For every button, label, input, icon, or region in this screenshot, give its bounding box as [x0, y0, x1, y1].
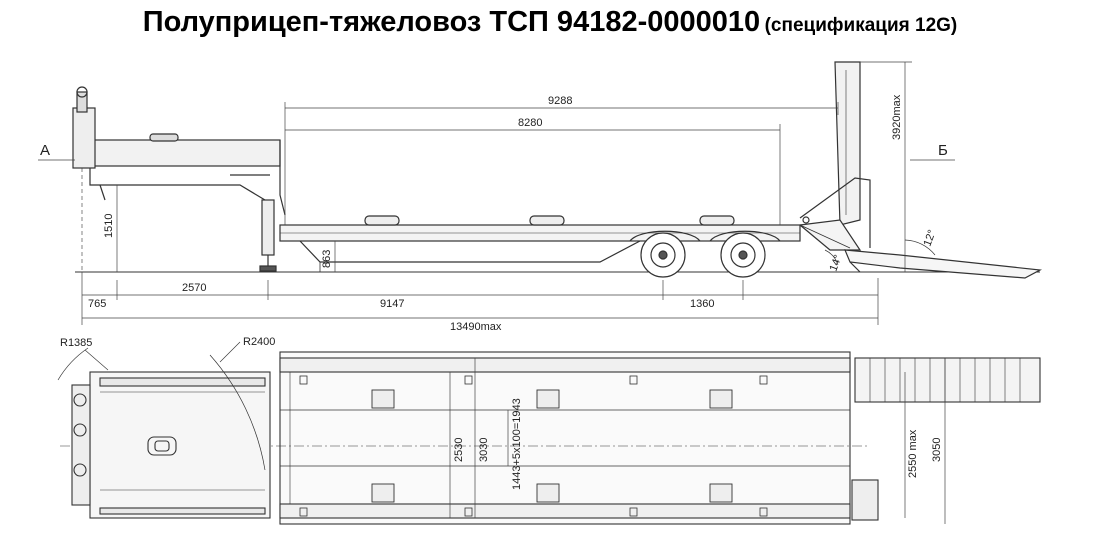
dim-9147: 9147 [380, 298, 404, 310]
tie-down-racks [371, 389, 733, 503]
dim-9288: 9288 [548, 95, 572, 107]
view-b-label: Б [938, 142, 948, 159]
dim-3030: 3030 [478, 438, 490, 462]
dim-2530: 2530 [453, 438, 465, 462]
dim-3920: 3920max [891, 94, 903, 140]
rear-axles [629, 230, 781, 278]
dim-1510: 1510 [103, 214, 115, 238]
dim-8280: 8280 [518, 117, 542, 129]
view-a-label: А [40, 142, 50, 159]
top-ramps [851, 357, 1041, 521]
top-dim-lines [449, 358, 946, 524]
dim-1360: 1360 [690, 298, 714, 310]
rear-ramps [798, 61, 1043, 279]
page-title: Полуприцеп-тяжеловоз ТСП 94182-0000010 (… [0, 6, 1100, 39]
dim-3050: 3050 [931, 438, 943, 462]
side-view [38, 61, 1043, 325]
deck-frame [279, 215, 801, 272]
radius-1385: R1385 [60, 337, 92, 349]
top-view [57, 341, 1041, 525]
edge-brackets [299, 375, 768, 517]
ramp-angle-14: 14° [828, 253, 845, 273]
dim-1943: 1443+5x100=1943 [511, 398, 523, 490]
side-dim-lines [38, 61, 955, 325]
gooseneck [72, 86, 286, 272]
radius-2400: R2400 [243, 336, 275, 348]
title-main: Полуприцеп-тяжеловоз ТСП 94182-0000010 [142, 6, 761, 38]
dim-765: 765 [88, 298, 106, 310]
top-view-labels: R1385 R2400 2530 3030 1443+5x100=1943 25… [60, 336, 943, 490]
side-view-labels: А Б 9288 8280 3920max 1510 863 2570 765 … [40, 94, 948, 333]
ramp-angle-12: 12° [922, 228, 939, 248]
dim-13490: 13490max [450, 321, 502, 333]
dim-2570: 2570 [182, 282, 206, 294]
dim-2550: 2550 max [907, 429, 919, 478]
dim-863: 863 [321, 250, 333, 268]
title-spec: (спецификация 12G) [764, 15, 958, 36]
